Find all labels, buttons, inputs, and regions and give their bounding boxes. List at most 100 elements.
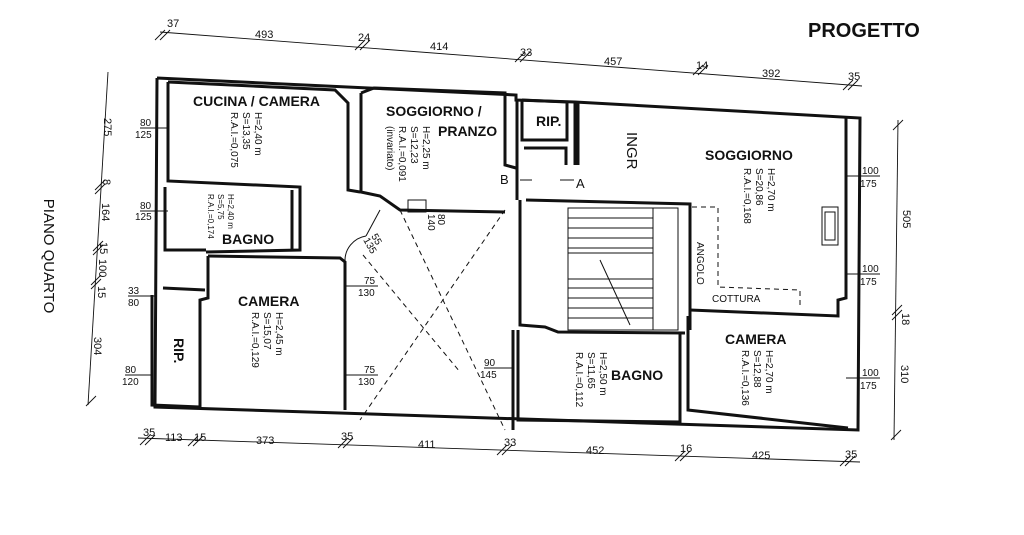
dim-value: 15 [97,242,109,254]
room-name-line1: SOGGIORNO / [386,103,482,119]
dim-value: 392 [762,68,780,80]
room-rip-top: RIP. [536,113,561,129]
room-rip-left: RIP. [171,338,187,363]
stair-core [567,207,679,331]
dim-value: 16 [680,443,692,455]
room-note: (invariato) [384,126,395,170]
room-name: CAMERA [238,293,299,309]
room-cucina: CUCINA / CAMERA H=2,40 m S=13,35 R.A.I.=… [193,93,320,168]
door-135: 55 135 [344,209,384,263]
dim-value: 35 [143,427,155,439]
window-cucina: 80 125 [135,118,168,141]
room-rai: R.A.I.=0,174 [206,194,215,239]
dim-value: 35 [848,71,860,83]
door-width: 80 [435,214,446,226]
room-height: H=2,40 m [252,112,263,156]
room-height: H=2,40 m [226,194,235,229]
window-height: 130 [358,377,375,388]
room-camera-left: CAMERA H=2,45 m S=15,07 R.A.I.=0,129 [238,293,299,368]
window-width: 80 [140,118,152,129]
room-surface: S=12,23 [408,126,419,164]
dimension-line-bottom: 35 113 15 373 35 411 33 452 16 425 35 [137,427,861,463]
room-height: H=2,50 m [597,352,608,396]
window-width: 100 [862,368,879,379]
dim-value: 457 [604,56,622,68]
dim-value: 304 [91,337,103,355]
dim-value: 164 [99,203,111,221]
window-height: 145 [480,370,497,381]
room-rai: R.A.I.=0,112 [573,352,584,408]
door-width: 55 [368,232,383,248]
section-marks: A B [500,172,585,191]
angolo-label: ANGOLO [694,242,705,285]
dim-value: 411 [418,439,436,451]
room-height: H=2,25 m [420,126,431,170]
dim-value: 33 [504,437,516,449]
room-rai: R.A.I.=0,136 [739,350,750,406]
dim-value: 24 [358,32,370,44]
room-surface: S=13,35 [240,112,251,150]
window-width: 100 [862,264,879,275]
room-bagno-mid: BAGNO H=2,50 m S=11,65 R.A.I.=0,112 [573,352,663,408]
room-ingr: INGR [623,132,640,170]
window-width: 90 [484,358,496,369]
dim-value: 15 [95,286,107,298]
dim-value: 414 [430,41,448,53]
window-width: 80 [125,365,137,376]
room-camera-right: CAMERA H=2,70 m S=12,88 R.A.I.=0,136 [725,331,786,406]
room-surface: S=5,75 [216,194,225,220]
dim-value: 505 [900,210,912,228]
window-height: 175 [860,277,877,288]
window-height: 175 [860,179,877,190]
room-name: RIP. [171,338,187,363]
window-height: 175 [860,381,877,392]
section-b-label: B [500,172,509,187]
window-height: 80 [128,298,140,309]
room-soggiorno: SOGGIORNO H=2,70 m S=20,86 R.A.I.=0,168 [705,147,793,224]
interior-walls [150,80,849,430]
window-bagno: 80 125 [135,201,168,223]
room-name-line2: PRANZO [438,123,497,139]
dimension-line-right: 505 18 310 [893,119,912,441]
dimension-ticks [85,29,904,467]
room-name: CUCINA / CAMERA [193,93,320,109]
window-height: 120 [122,377,139,388]
dim-value: 493 [255,29,273,41]
dimension-line-left: 275 8 164 15 100 15 304 [87,71,113,406]
dim-value: 35 [341,431,353,443]
room-name: SOGGIORNO [705,147,793,163]
window-width: 33 [128,286,140,297]
window-rip: 80 120 [122,365,152,388]
plan-title: PROGETTO [808,20,920,42]
dim-value: 113 [165,432,183,444]
room-height: H=2,45 m [273,312,284,356]
room-surface: S=12,88 [751,350,762,388]
room-surface: S=11,65 [585,352,596,389]
outer-walls [153,76,862,432]
dim-value: 452 [586,445,604,457]
room-rai: R.A.I.=0,168 [741,168,752,224]
dimension-line-top: 37 493 24 414 33 457 14 392 35 [159,18,863,87]
room-name: BAGNO [611,367,663,383]
room-rai: R.A.I.=0,129 [249,312,260,368]
dim-value: 18 [899,313,911,325]
room-height: H=2,70 m [763,350,774,394]
dim-value: 310 [898,365,910,383]
room-name: BAGNO [222,231,274,247]
room-surface: S=20,86 [753,168,764,206]
floor-label: PIANO QUARTO [40,199,57,313]
dim-value: 373 [256,435,274,447]
window-width: 100 [862,166,879,177]
room-rai: R.A.I.=0,075 [228,112,239,168]
room-name: CAMERA [725,331,786,347]
window-width: 75 [364,365,376,376]
section-a-label: A [576,176,585,191]
room-name: INGR [623,132,640,170]
window-height: 130 [358,288,375,299]
door-height: 140 [425,214,436,231]
window-width: 80 [140,201,152,212]
room-height: H=2,70 m [765,168,776,212]
dim-value: 37 [167,18,179,30]
void-cross [359,209,506,431]
